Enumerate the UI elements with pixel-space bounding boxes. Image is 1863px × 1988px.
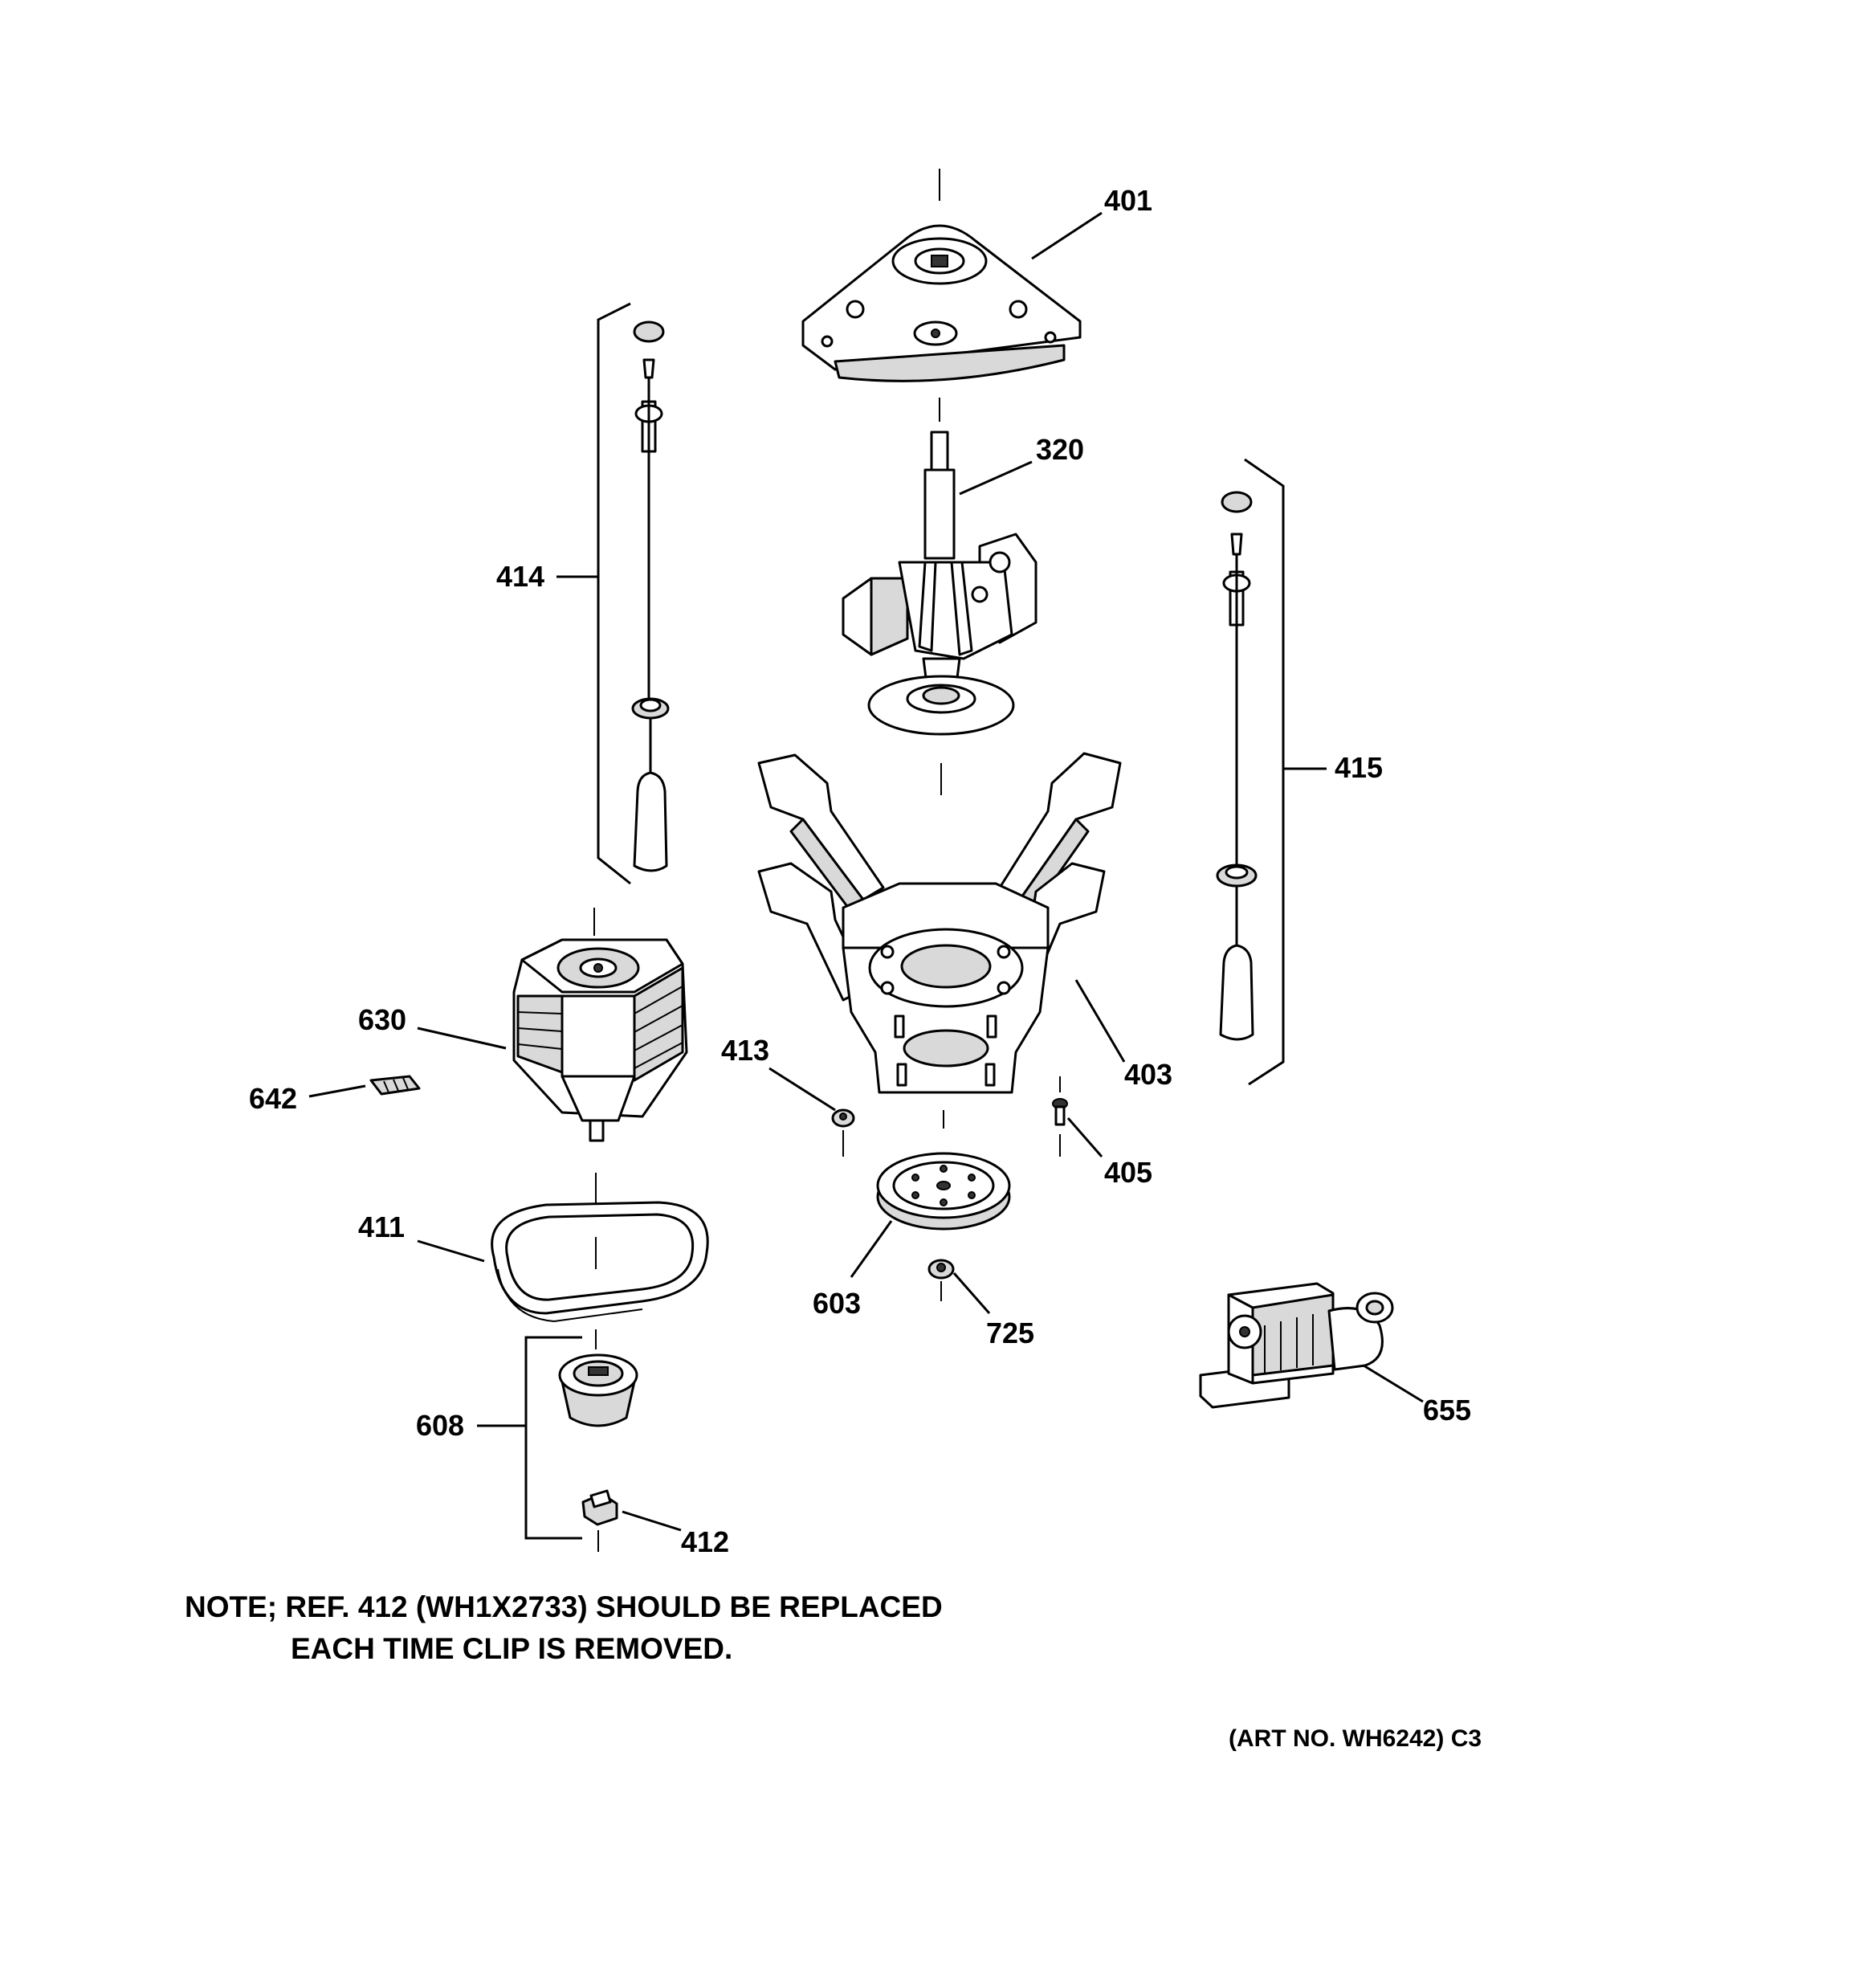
part-414-suspension-rod <box>631 320 670 872</box>
leader-603 <box>417 1239 485 1263</box>
part-415-suspension-rod <box>1216 491 1258 1041</box>
part-642-connector <box>369 1075 421 1096</box>
label-401: 401 <box>1104 184 1152 217</box>
label-412: 412 <box>681 1525 729 1558</box>
replacement-note: NOTE; REF. 412 (WH1X2733) SHOULD BE REPL… <box>185 1586 943 1670</box>
part-405-screw <box>1052 1076 1068 1157</box>
part-413-nut <box>831 1108 855 1157</box>
part-401-tub-cover <box>801 169 1082 422</box>
part-655-pump <box>1199 1282 1394 1409</box>
label-655: 655 <box>1423 1394 1471 1427</box>
leader-413 <box>768 1067 836 1112</box>
leader-405 <box>1066 1117 1103 1157</box>
label-411: 725 <box>986 1316 1034 1349</box>
label-414: 414 <box>496 560 544 593</box>
label-630: 630 <box>358 1003 406 1036</box>
bracket-415 <box>1244 458 1285 1086</box>
bracket-414 <box>597 302 631 885</box>
part-608-motor-pulley <box>558 1329 638 1427</box>
part-320-transmission <box>842 431 1037 795</box>
part-725-pulley <box>876 1110 1011 1231</box>
label-415: 415 <box>1335 751 1383 784</box>
part-411-nut <box>927 1259 955 1301</box>
leader-725 <box>850 1220 893 1278</box>
leader-320 <box>959 460 1033 496</box>
art-number: (ART NO. WH6242) C3 <box>1229 1725 1482 1752</box>
label-603: 411 <box>358 1210 405 1243</box>
label-413: 413 <box>721 1034 769 1067</box>
label-320: 320 <box>1036 433 1084 466</box>
leader-630 <box>417 1027 507 1050</box>
leader-412 <box>622 1510 682 1532</box>
part-403-mounting-bracket <box>757 752 1122 1094</box>
label-403: 403 <box>1124 1058 1172 1091</box>
part-412-clip <box>581 1489 618 1552</box>
part-603-belt <box>491 1201 709 1323</box>
bracket-608 <box>524 1336 582 1540</box>
label-642: 642 <box>249 1082 297 1115</box>
label-608: 608 <box>416 1409 464 1442</box>
label-405: 405 <box>1104 1156 1152 1189</box>
leader-642 <box>308 1084 366 1098</box>
leader-403 <box>1074 979 1126 1063</box>
leader-401 <box>1031 211 1103 260</box>
note-line-2: EACH TIME CLIP IS REMOVED. <box>291 1632 733 1665</box>
leader-655 <box>1363 1364 1424 1403</box>
label-725: 603 <box>813 1287 861 1320</box>
leader-411 <box>952 1272 991 1314</box>
part-630-motor <box>512 908 688 1205</box>
note-line-1: NOTE; REF. 412 (WH1X2733) SHOULD BE REPL… <box>185 1590 943 1623</box>
